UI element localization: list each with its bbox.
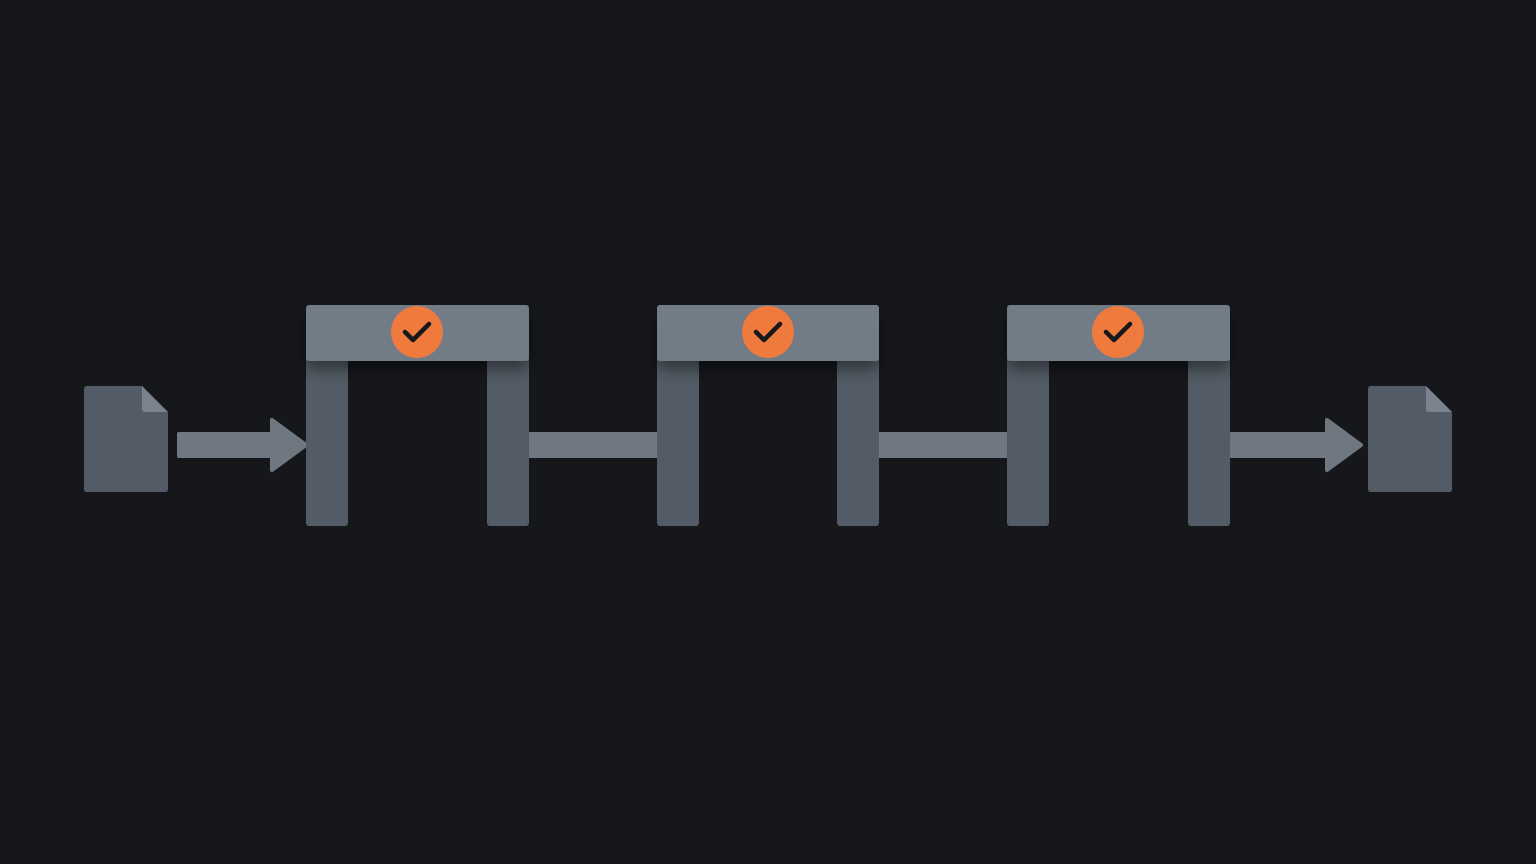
checkmark-icon <box>391 306 443 358</box>
gate-2 <box>657 305 879 526</box>
gate-post-left <box>306 350 348 526</box>
document-body <box>1368 386 1452 492</box>
checkmark-icon <box>1092 306 1144 358</box>
connector-2-3 <box>878 432 1009 458</box>
arrow-head <box>270 418 308 472</box>
output-arrow-icon <box>1229 418 1363 472</box>
connector-1-2 <box>527 432 658 458</box>
document-fold <box>142 386 168 412</box>
gate-post-left <box>657 350 699 526</box>
checkmark-icon <box>742 306 794 358</box>
arrow-shaft <box>1229 432 1329 458</box>
gate-post-right <box>837 350 879 526</box>
gate-1 <box>306 305 529 526</box>
arrow-shaft <box>177 432 277 458</box>
output-document-icon <box>1368 386 1452 492</box>
gate-post-right <box>1188 350 1230 526</box>
arrow-head <box>1325 418 1363 472</box>
input-document-icon <box>84 386 168 492</box>
gate-3 <box>1007 305 1230 526</box>
gate-post-left <box>1007 350 1049 526</box>
gate-post-right <box>487 350 529 526</box>
document-fold <box>1426 386 1452 412</box>
document-body <box>84 386 168 492</box>
input-arrow-icon <box>177 418 308 472</box>
